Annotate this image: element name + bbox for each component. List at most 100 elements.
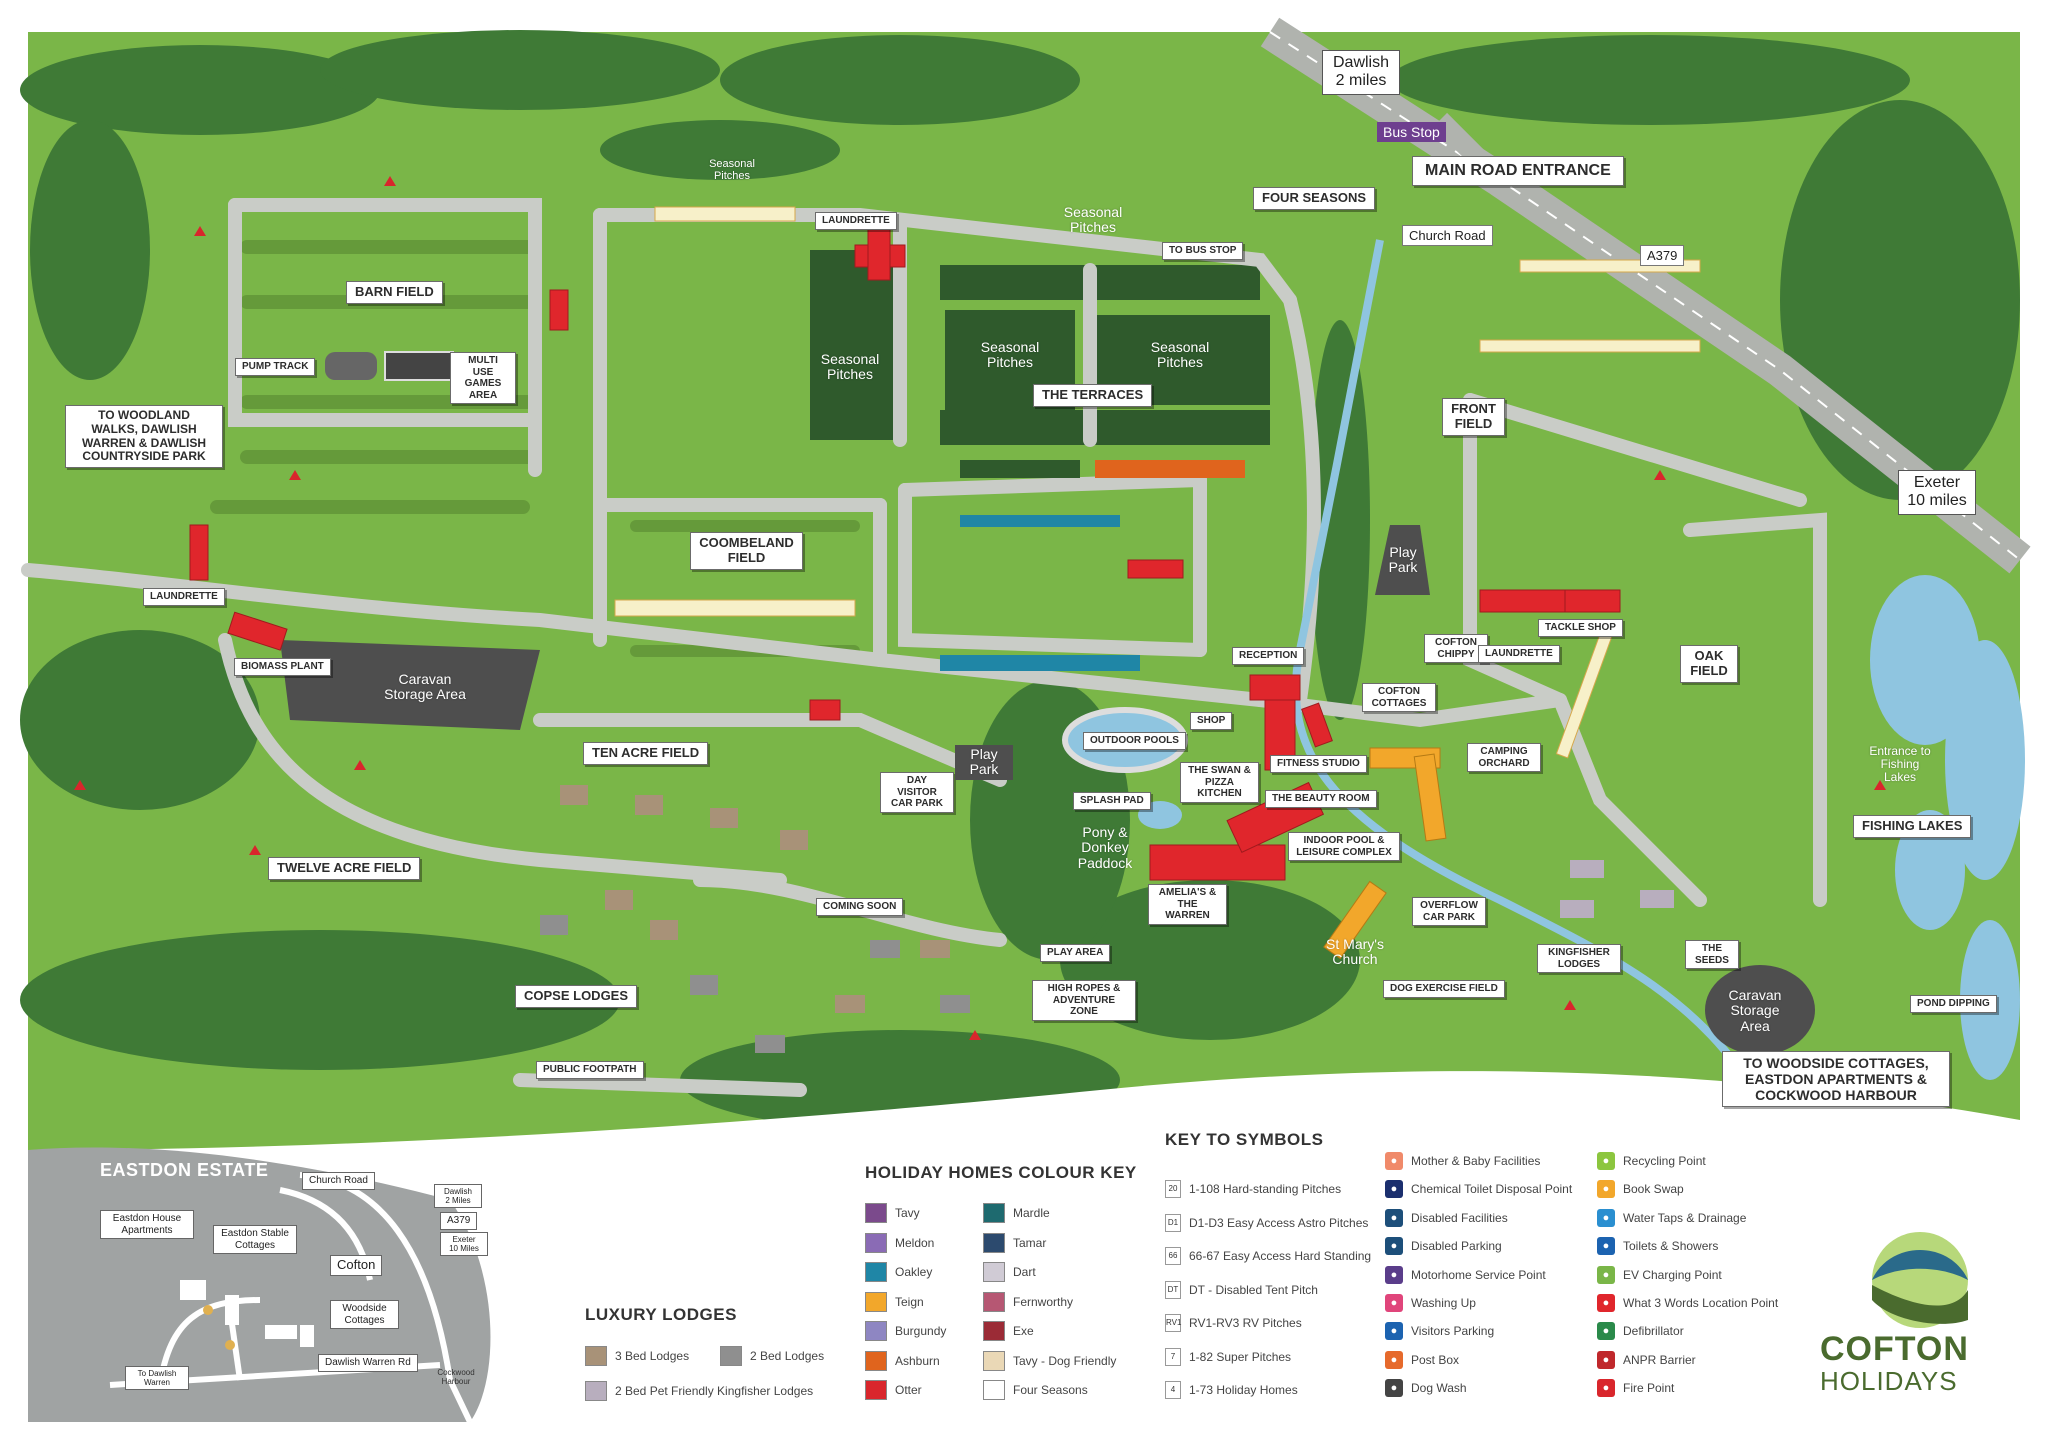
multi-use-games-pitch	[384, 351, 454, 381]
symbol-facility-item: ● ANPR Barrier	[1597, 1350, 1696, 1369]
symbol-pitch-item-label: RV1-RV3 RV Pitches	[1189, 1316, 1302, 1330]
legend-panel	[28, 1071, 2020, 1422]
label-seasonal-pitches-mid: Seasonal Pitches	[1063, 204, 1123, 236]
symbol-facility-item-label: What 3 Words Location Point	[1623, 1296, 1779, 1310]
label-fishing-lakes: FISHING LAKES	[1853, 815, 1972, 838]
label-cofton-cottages: COFTON COTTAGES	[1362, 683, 1436, 712]
ev-charging-icon: ●	[1597, 1265, 1615, 1284]
water-tap-icon: ●	[1597, 1208, 1615, 1227]
symbols-title: KEY TO SYMBOLS	[1165, 1130, 1324, 1149]
eastdon-church-road: Church Road	[302, 1172, 375, 1190]
brand-line2: HOLIDAYS	[1820, 1366, 1958, 1396]
label-amelias-warren: AMELIA'S & THE WARREN	[1148, 884, 1227, 925]
label-entrance-fishing-lakes: Entrance to Fishing Lakes	[1869, 744, 1931, 785]
cottages	[1323, 747, 1447, 960]
symbol-facility-item-label: ANPR Barrier	[1623, 1352, 1696, 1367]
label-beauty-room: THE BEAUTY ROOM	[1265, 790, 1377, 808]
symbol-facility-item-label: Mother & Baby Facilities	[1411, 1154, 1541, 1168]
colour-key-item: Dart	[983, 1262, 1036, 1282]
label-laundrette-north: LAUNDRETTE	[815, 212, 897, 230]
label-main-road-entrance: MAIN ROAD ENTRANCE	[1412, 156, 1624, 187]
symbol-facility-item: ●EV Charging Point	[1597, 1265, 1722, 1284]
symbol-facility-item-label: Visitors Parking	[1411, 1324, 1495, 1339]
roads	[21, 198, 1827, 1097]
label-camping-orchard: CAMPING ORCHARD	[1467, 743, 1541, 772]
symbol-facility-item: ●Mother & Baby Facilities	[1385, 1152, 1540, 1170]
label-indoor-pool: INDOOR POOL & LEISURE COMPLEX	[1288, 832, 1400, 861]
label-copse-lodges: COPSE LODGES	[515, 985, 638, 1008]
brand-line1: COFTON	[1820, 1330, 1969, 1368]
symbol-facility-item-label: Disabled Parking	[1411, 1239, 1502, 1254]
colour-key-item-label: Burgundy	[895, 1324, 947, 1338]
sign-dawlish: Dawlish 2 miles	[1322, 50, 1400, 95]
symbol-facility-item: ●Chemical Toilet Disposal Point	[1385, 1180, 1573, 1199]
lodge-swatch	[720, 1346, 742, 1366]
label-play-area: PLAY AREA	[1040, 944, 1111, 962]
colour-swatch	[983, 1350, 1005, 1371]
eastdon-dawlish: Dawlish 2 Miles	[434, 1184, 482, 1209]
label-play-park-centre: Play Park	[955, 745, 1013, 780]
symbol-facility-item-label: Post Box	[1411, 1352, 1460, 1367]
colour-key-item: Teign	[865, 1291, 924, 1312]
pump-track	[325, 352, 377, 380]
symbol-pitch-item-label: 1-82 Super Pitches	[1189, 1349, 1292, 1364]
caravan-storage-west	[280, 640, 540, 730]
label-coombeland-field: COOMBELAND FIELD	[690, 532, 803, 570]
label-multi-use-games-area: MULTI USE GAMES AREA	[450, 352, 516, 404]
colour-key-item-label: Ashburn	[895, 1353, 940, 1368]
label-coming-soon: COMING SOON	[816, 898, 904, 916]
pitch-chip: RV1	[1165, 1314, 1181, 1332]
colour-key-item: Ashburn	[865, 1350, 940, 1371]
colour-key-item: Mardle	[983, 1203, 1050, 1223]
label-oak-field: OAK FIELD	[1680, 645, 1738, 683]
colour-key-item: Otter	[865, 1380, 922, 1400]
visitors-parking-icon: ●	[1385, 1322, 1403, 1341]
colour-key-item-label: Oakley	[895, 1265, 933, 1279]
symbol-facility-item-label: Washing Up	[1411, 1296, 1476, 1310]
label-pony-paddock: Pony & Donkey Paddock	[1077, 824, 1133, 871]
recycling-icon: ●	[1597, 1152, 1615, 1170]
disabled-facilities-icon: ●	[1385, 1208, 1403, 1227]
label-laundrette-west: LAUNDRETTE	[143, 588, 225, 606]
eastdon-cofton: Cofton	[330, 1255, 383, 1276]
label-front-field: FRONT FIELD	[1442, 398, 1505, 436]
label-day-visitor-car-park: DAY VISITOR CAR PARK	[880, 772, 954, 813]
anpr-barrier-icon: ●	[1597, 1350, 1615, 1369]
eastdon-dawlish-warren-rd: Dawlish Warren Rd	[318, 1354, 418, 1372]
label-fitness-studio: FITNESS STUDIO	[1270, 755, 1367, 773]
symbol-facility-item: ●Dog Wash	[1385, 1379, 1467, 1398]
colour-key-item: Fernworthy	[983, 1291, 1074, 1312]
eastdon-point-b	[225, 1340, 235, 1350]
symbol-facility-item: ●Recycling Point	[1597, 1152, 1706, 1170]
colour-key-item: Oakley	[865, 1262, 932, 1282]
symbol-pitch-item-label: 66-67 Easy Access Hard Standing	[1189, 1249, 1372, 1263]
colour-swatch	[983, 1262, 1005, 1282]
colour-key-item-label: Fernworthy	[1013, 1294, 1074, 1309]
symbol-facility-item: ●Disabled Facilities	[1385, 1208, 1508, 1227]
label-church-road: Church Road	[1402, 225, 1493, 246]
colour-key-title: HOLIDAY HOMES COLOUR KEY	[865, 1163, 1137, 1182]
super-pitch-rows	[1095, 460, 1245, 478]
colour-swatch	[865, 1291, 887, 1312]
eastdon-stable-cottages: Eastdon Stable Cottages	[213, 1225, 297, 1254]
label-barn-field: BARN FIELD	[346, 281, 443, 304]
pitch-rows	[614, 206, 1701, 759]
symbol-facility-item-label: Chemical Toilet Disposal Point	[1411, 1182, 1573, 1197]
symbol-pitch-item-label: D1-D3 Easy Access Astro Pitches	[1189, 1215, 1369, 1230]
colour-swatch	[983, 1291, 1005, 1312]
label-to-woodland: TO WOODLAND WALKS, DAWLISH WARREN & DAWL…	[65, 405, 223, 469]
colour-swatch	[865, 1232, 887, 1253]
play-park-east-area	[1375, 525, 1430, 595]
symbol-facility-item: ● Visitors Parking	[1385, 1322, 1495, 1341]
symbol-facility-item-label: Toilets & Showers	[1623, 1239, 1719, 1254]
symbol-facility-item: ●Book Swap	[1597, 1180, 1684, 1199]
symbol-facility-item: ●Disabled Parking	[1385, 1237, 1502, 1256]
label-public-footpath: PUBLIC FOOTPATH	[536, 1061, 644, 1079]
symbol-facility-item-label: Water Taps & Drainage	[1623, 1210, 1747, 1225]
label-dog-exercise-field: DOG EXERCISE FIELD	[1383, 980, 1505, 998]
colour-key-item-label: Dart	[1013, 1265, 1036, 1279]
